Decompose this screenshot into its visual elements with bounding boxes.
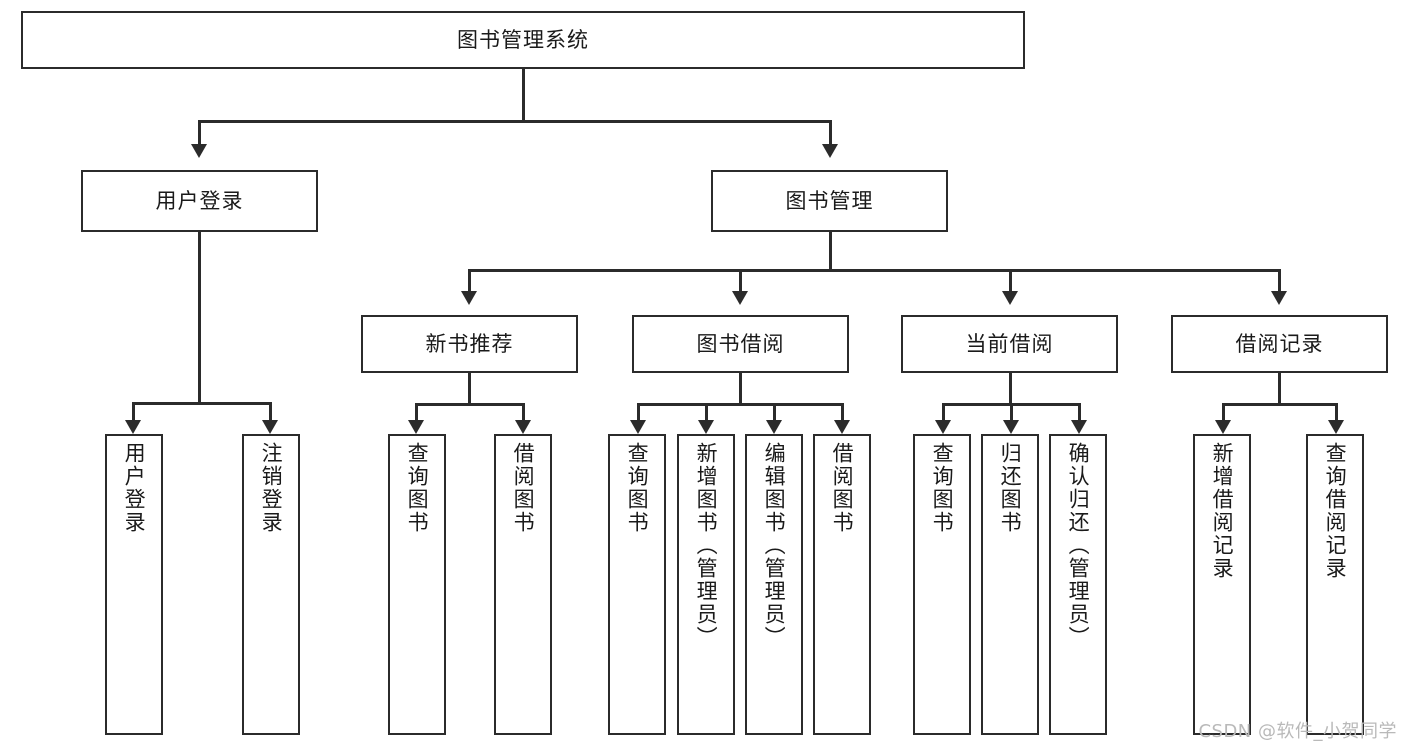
edge-user-login-to-leaf-1 — [132, 402, 135, 424]
edge-root-stem — [522, 69, 525, 121]
edge-cb-to-leaf-1 — [942, 403, 945, 424]
node-label: 查询图书 — [930, 442, 955, 534]
edge-book-management-stem — [829, 232, 832, 270]
edge-borrow-records-stem — [1278, 373, 1281, 405]
node-label: 确认归还（管理员） — [1066, 442, 1091, 649]
arrow-bm-to-current-borrow — [1002, 291, 1018, 305]
edge-book-management-bus — [468, 269, 1280, 272]
node-book-management[interactable]: 图书管理 — [711, 170, 948, 232]
edge-bb-to-leaf-2 — [705, 403, 708, 424]
node-label: 借阅记录 — [1235, 331, 1324, 356]
node-user-login[interactable]: 用户登录 — [81, 170, 318, 232]
edge-bm-to-current-borrow — [1009, 269, 1012, 293]
node-label: 查询借阅记录 — [1323, 442, 1348, 580]
node-label: 当前借阅 — [965, 331, 1054, 356]
arrow-cb-to-leaf-2 — [1003, 420, 1019, 434]
node-label: 借阅图书 — [511, 442, 536, 534]
leaf-book-borrow-edit-book[interactable]: 编辑图书（管理员） — [745, 434, 803, 735]
edge-br-to-leaf-2 — [1335, 403, 1338, 424]
edge-new-book-bus — [415, 403, 522, 406]
edge-bb-to-leaf-3 — [773, 403, 776, 424]
node-label: 图书管理系统 — [457, 27, 589, 52]
edge-user-login-to-leaf-2 — [269, 402, 272, 424]
node-label: 借阅图书 — [830, 442, 855, 534]
leaf-borrow-records-add-record[interactable]: 新增借阅记录 — [1193, 434, 1251, 735]
node-label: 查询图书 — [405, 442, 430, 534]
leaf-borrow-records-query-record[interactable]: 查询借阅记录 — [1306, 434, 1364, 735]
arrow-root-to-user-login — [191, 144, 207, 158]
node-label: 查询图书 — [625, 442, 650, 534]
node-label: 新增借阅记录 — [1210, 442, 1235, 580]
leaf-current-borrow-confirm-return[interactable]: 确认归还（管理员） — [1049, 434, 1107, 735]
arrow-cb-to-leaf-1 — [935, 420, 951, 434]
leaf-current-borrow-query-book[interactable]: 查询图书 — [913, 434, 971, 735]
arrow-bb-to-leaf-2 — [698, 420, 714, 434]
edge-book-borrow-bus — [637, 403, 842, 406]
edge-user-login-bus — [132, 402, 269, 405]
edge-book-borrow-stem — [739, 373, 742, 405]
leaf-user-login-login[interactable]: 用户登录 — [105, 434, 163, 735]
edge-current-borrow-stem — [1009, 373, 1012, 405]
arrow-cb-to-leaf-3 — [1071, 420, 1087, 434]
arrow-nb-to-leaf-2 — [515, 420, 531, 434]
leaf-new-book-query-book[interactable]: 查询图书 — [388, 434, 446, 735]
arrow-br-to-leaf-2 — [1328, 420, 1344, 434]
arrow-user-login-to-leaf-1 — [125, 420, 141, 434]
edge-br-to-leaf-1 — [1222, 403, 1225, 424]
arrow-bm-to-book-borrow — [732, 291, 748, 305]
node-book-borrow[interactable]: 图书借阅 — [632, 315, 849, 373]
edge-nb-to-leaf-2 — [522, 403, 525, 424]
node-borrow-records[interactable]: 借阅记录 — [1171, 315, 1388, 373]
leaf-current-borrow-return-book[interactable]: 归还图书 — [981, 434, 1039, 735]
edge-root-to-book-management — [829, 120, 832, 146]
arrow-bm-to-new-book — [461, 291, 477, 305]
node-label: 新书推荐 — [425, 331, 514, 356]
node-label: 用户登录 — [155, 188, 244, 213]
arrow-bb-to-leaf-3 — [766, 420, 782, 434]
edge-root-bus — [198, 120, 832, 123]
edge-bm-to-borrow-records — [1278, 269, 1281, 293]
edge-cb-to-leaf-3 — [1078, 403, 1081, 424]
edge-bm-to-book-borrow — [739, 269, 742, 293]
arrow-bb-to-leaf-1 — [630, 420, 646, 434]
node-label: 新增图书（管理员） — [694, 442, 719, 649]
node-label: 图书借阅 — [696, 331, 785, 356]
edge-borrow-records-bus — [1222, 403, 1335, 406]
node-new-book-recommend[interactable]: 新书推荐 — [361, 315, 578, 373]
node-label: 注销登录 — [259, 442, 284, 534]
arrow-bb-to-leaf-4 — [834, 420, 850, 434]
edge-bb-to-leaf-1 — [637, 403, 640, 424]
arrow-bm-to-borrow-records — [1271, 291, 1287, 305]
leaf-user-login-logout[interactable]: 注销登录 — [242, 434, 300, 735]
leaf-book-borrow-borrow-book[interactable]: 借阅图书 — [813, 434, 871, 735]
edge-cb-to-leaf-2 — [1010, 403, 1013, 424]
node-current-borrow[interactable]: 当前借阅 — [901, 315, 1118, 373]
arrow-br-to-leaf-1 — [1215, 420, 1231, 434]
arrow-user-login-to-leaf-2 — [262, 420, 278, 434]
node-label: 用户登录 — [122, 442, 147, 534]
leaf-new-book-borrow-book[interactable]: 借阅图书 — [494, 434, 552, 735]
node-label: 编辑图书（管理员） — [762, 442, 787, 649]
arrow-root-to-book-management — [822, 144, 838, 158]
leaf-book-borrow-query-book[interactable]: 查询图书 — [608, 434, 666, 735]
arrow-nb-to-leaf-1 — [408, 420, 424, 434]
edge-bb-to-leaf-4 — [841, 403, 844, 424]
leaf-book-borrow-add-book[interactable]: 新增图书（管理员） — [677, 434, 735, 735]
node-label: 图书管理 — [785, 188, 874, 213]
node-root-book-management-system[interactable]: 图书管理系统 — [21, 11, 1025, 69]
edge-nb-to-leaf-1 — [415, 403, 418, 424]
edge-new-book-stem — [468, 373, 471, 405]
edge-bm-to-new-book — [468, 269, 471, 293]
edge-root-to-user-login — [198, 120, 201, 146]
node-label: 归还图书 — [998, 442, 1023, 534]
edge-user-login-stem — [198, 232, 201, 404]
